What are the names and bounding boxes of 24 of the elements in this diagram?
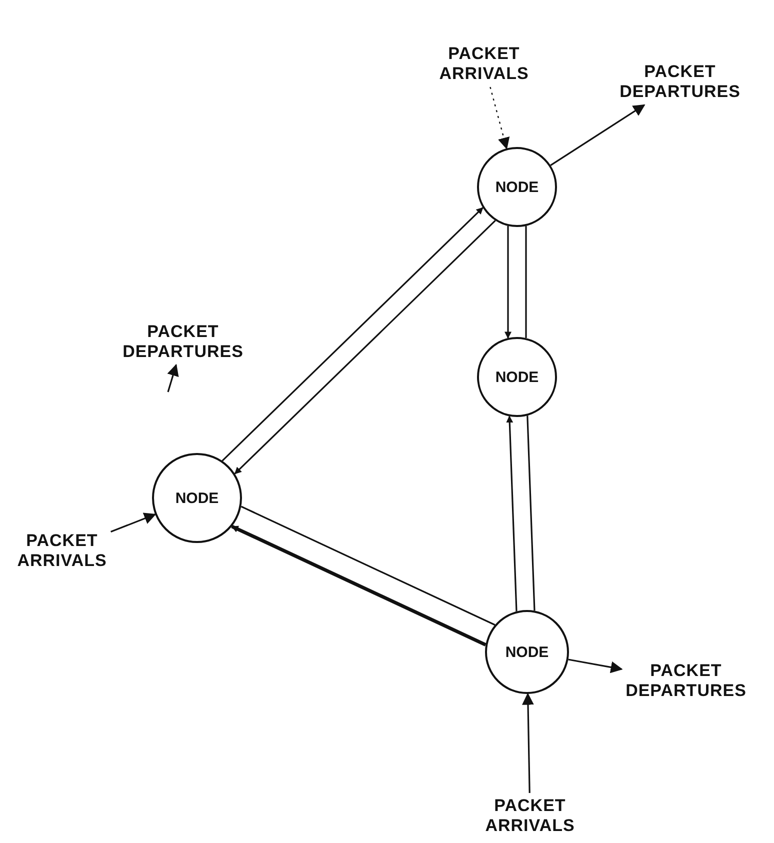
arrow <box>231 524 486 646</box>
channel-line <box>526 416 536 611</box>
flow-label: PACKET ARRIVALS <box>17 531 107 571</box>
arrow <box>222 207 484 462</box>
channel-line <box>240 506 496 626</box>
arrow <box>550 104 646 166</box>
arrow <box>504 226 512 339</box>
channel-line <box>525 226 527 338</box>
arrow <box>522 692 534 794</box>
node-label: NODE <box>505 644 549 660</box>
flow-label: PACKET DEPARTURES <box>620 62 740 102</box>
node-label: NODE <box>175 490 219 506</box>
arrow <box>506 416 518 612</box>
node-label: NODE <box>495 368 539 386</box>
arrow <box>490 86 510 150</box>
arrow <box>110 512 156 533</box>
flow-label: PACKET ARRIVALS <box>485 796 575 836</box>
flow-label: PACKET DEPARTURES <box>626 661 746 701</box>
node-label: NODE <box>495 178 539 196</box>
arrow <box>167 364 179 392</box>
arrow <box>568 658 623 674</box>
flow-label: PACKET DEPARTURES <box>122 322 244 362</box>
arrow <box>234 220 496 474</box>
flow-label: PACKET ARRIVALS <box>439 44 529 84</box>
